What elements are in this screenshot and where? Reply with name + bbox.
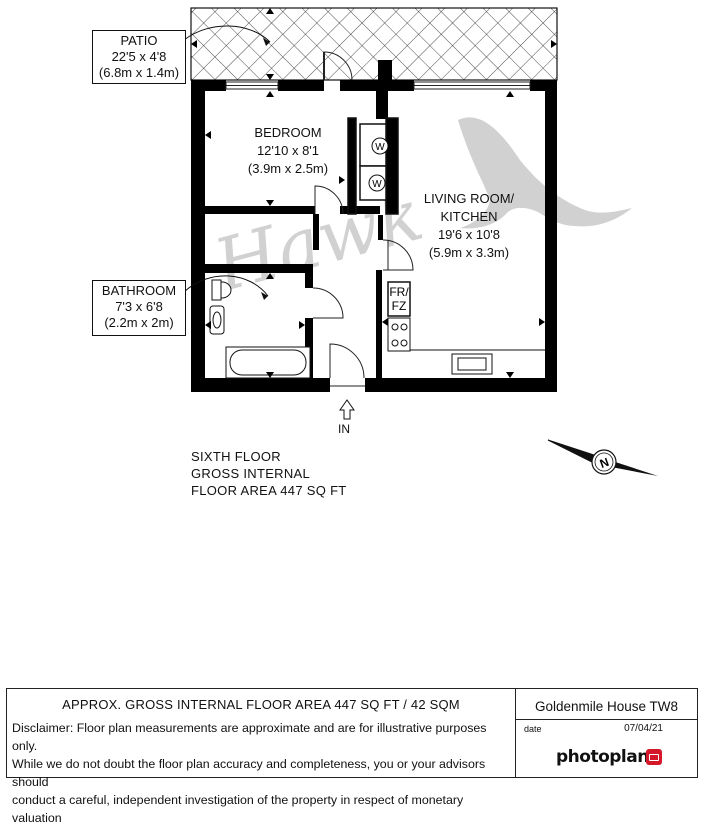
footer-info-panel: Goldenmile House TW8 date 07/04/21 photo… — [516, 689, 697, 777]
living-room-dims-metric: (5.9m x 3.3m) — [428, 245, 510, 260]
patio-leader — [183, 25, 271, 43]
footer-disclaimer-panel: APPROX. GROSS INTERNAL FLOOR AREA 447 SQ… — [7, 689, 516, 825]
bedroom-label: BEDROOM 12'10 x 8'1 (3.9m x 2.5m) — [228, 124, 348, 178]
bedroom-name: BEDROOM — [254, 125, 322, 140]
bathroom-dims-metric: (2.2m x 2m) — [104, 315, 174, 330]
patio-name: PATIO — [120, 33, 158, 48]
bathroom-dims: 7'3 x 6'8 — [115, 299, 163, 314]
patio-area — [190, 7, 558, 81]
disclaimer-line-1: Disclaimer: Floor plan measurements are … — [12, 721, 487, 753]
date-row: date 07/04/21 — [516, 720, 697, 734]
patio-label: PATIO 22'5 x 4'8 (6.8m x 1.4m) — [92, 30, 186, 84]
kitchen-fixtures — [387, 281, 545, 375]
fridge-label-1: FR/ — [389, 285, 409, 299]
date-value: 07/04/21 — [624, 723, 663, 734]
dimension-markers — [191, 8, 557, 378]
compass-icon — [547, 439, 658, 476]
floor-info-line-2: GROSS INTERNAL — [191, 466, 311, 481]
date-label: date — [524, 724, 542, 734]
watermark — [458, 117, 632, 229]
floor-info-line-1: SIXTH FLOOR — [191, 449, 281, 464]
patio-dims-metric: (6.8m x 1.4m) — [98, 65, 180, 80]
windows — [225, 81, 531, 90]
disclaimer-line-3: conduct a careful, independent investiga… — [12, 793, 464, 825]
fridge-label-2: FZ — [392, 299, 407, 313]
floor-plan: Hawk — [183, 7, 658, 476]
bedroom-dims-metric: (3.9m x 2.5m) — [247, 161, 329, 176]
washer-label-1: W — [375, 142, 385, 153]
bathroom-name: BATHROOM — [101, 283, 177, 298]
floor-info-line-3: FLOOR AREA 447 SQ FT — [191, 483, 347, 498]
walls — [191, 60, 557, 392]
property-name: Goldenmile House TW8 — [516, 689, 697, 720]
footer-title: APPROX. GROSS INTERNAL FLOOR AREA 447 SQ… — [62, 697, 460, 712]
washer-label-2: W — [372, 179, 382, 190]
footer: APPROX. GROSS INTERNAL FLOOR AREA 447 SQ… — [6, 688, 698, 825]
entrance-arrow — [339, 399, 355, 420]
living-room-name-2: KITCHEN — [440, 209, 498, 224]
bedroom-dims: 12'10 x 8'1 — [256, 143, 320, 158]
floor-info: SIXTH FLOOR GROSS INTERNAL FLOOR AREA 44… — [191, 448, 347, 499]
entrance-label: IN — [338, 422, 350, 436]
doors — [312, 51, 414, 387]
patio-dims: 22'5 x 4'8 — [111, 49, 167, 64]
bathroom-label: BATHROOM 7'3 x 6'8 (2.2m x 2m) — [92, 280, 186, 336]
bathroom-leader — [183, 275, 269, 297]
brand-logo: photoplan — [556, 747, 649, 767]
living-room-name: LIVING ROOM/ — [423, 191, 515, 206]
living-room-dims: 19'6 x 10'8 — [437, 227, 501, 242]
wardrobes — [347, 117, 399, 215]
disclaimer-line-2: While we do not doubt the floor plan acc… — [12, 757, 486, 789]
living-room-label: LIVING ROOM/ KITCHEN 19'6 x 10'8 (5.9m x… — [404, 190, 534, 262]
camera-icon — [646, 749, 662, 765]
disclaimer: Disclaimer: Floor plan measurements are … — [7, 717, 515, 827]
